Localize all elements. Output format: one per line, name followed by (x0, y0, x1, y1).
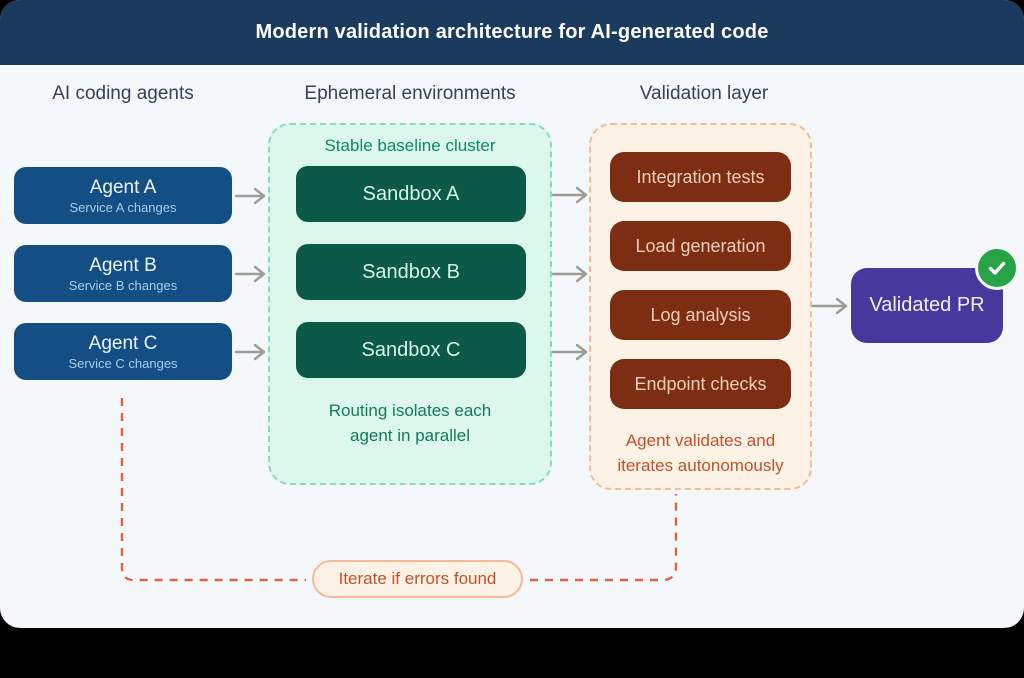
success-badge (975, 246, 1019, 290)
agent-b-name: Agent B (89, 254, 157, 276)
diagram-title: Modern validation architecture for AI-ge… (255, 21, 769, 43)
agent-a-detail: Service A changes (69, 199, 177, 215)
routing-caption: Routing isolates each agent in parallel (270, 398, 550, 448)
agent-a-node: Agent A Service A changes (14, 167, 232, 224)
agent-c-name: Agent C (88, 332, 158, 354)
ephemeral-environments-container: Stable baseline cluster Sandbox A Sandbo… (268, 123, 552, 485)
sandbox-a-node: Sandbox A (296, 166, 526, 222)
checkmark-icon (988, 261, 1006, 275)
column-label-ai-coding-agents: AI coding agents (52, 83, 194, 104)
column-label-validation-layer: Validation layer (639, 83, 769, 104)
arrow-sandbox-a-to-validation (551, 186, 588, 204)
arrow-agent-b-to-sandbox-b (234, 265, 266, 283)
log-analysis-node: Log analysis (610, 290, 791, 340)
stable-baseline-cluster-label: Stable baseline cluster (324, 136, 496, 155)
validation-layer-container: Integration tests Load generation Log an… (589, 123, 812, 490)
integration-tests-node: Integration tests (610, 152, 791, 202)
agent-b-detail: Service B changes (68, 277, 178, 293)
arrow-sandbox-c-to-validation (551, 343, 588, 361)
validated-pr-node: Validated PR (851, 268, 1003, 343)
load-generation-node: Load generation (610, 221, 791, 271)
agent-a-name: Agent A (89, 176, 157, 198)
iterate-feedback-pill: Iterate if errors found (312, 560, 523, 598)
sandbox-c-node: Sandbox C (296, 322, 526, 378)
arrow-agent-c-to-sandbox-c (234, 343, 266, 361)
endpoint-checks-node: Endpoint checks (610, 359, 791, 409)
routing-caption-line1: Routing isolates each (328, 401, 492, 420)
feedback-loop-right-segment (530, 494, 678, 582)
validation-caption-line2: iterates autonomously (617, 456, 784, 475)
iterate-feedback-label: Iterate if errors found (338, 569, 497, 588)
agent-c-detail: Service C changes (68, 355, 178, 371)
validated-pr-label: Validated PR (869, 294, 985, 316)
arrow-sandbox-b-to-validation (551, 265, 588, 283)
routing-caption-line2: agent in parallel (349, 426, 471, 445)
diagram-header: Modern validation architecture for AI-ge… (0, 0, 1024, 65)
agent-c-node: Agent C Service C changes (14, 323, 232, 380)
validation-caption: Agent validates and iterates autonomousl… (591, 428, 810, 478)
arrow-validation-to-validated-pr (810, 297, 848, 315)
architecture-diagram-card: Modern validation architecture for AI-ge… (0, 0, 1024, 628)
sandbox-b-node: Sandbox B (296, 244, 526, 300)
validation-caption-line1: Agent validates and (625, 431, 776, 450)
agent-b-node: Agent B Service B changes (14, 245, 232, 302)
arrow-agent-a-to-sandbox-a (234, 187, 266, 205)
column-label-ephemeral-environments: Ephemeral environments (304, 83, 516, 104)
